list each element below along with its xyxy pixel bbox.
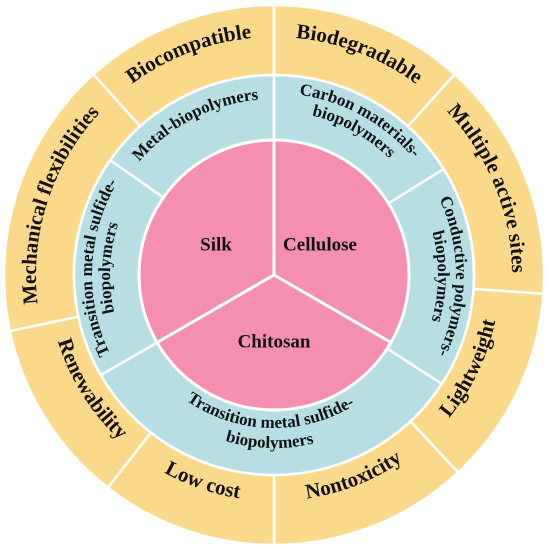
core-sector-silk bbox=[137, 138, 276, 345]
core-sector-chitosan bbox=[155, 273, 393, 412]
core-label-chitosan: Chitosan bbox=[238, 331, 311, 352]
core-sector-cellulose bbox=[272, 138, 411, 345]
core-label-cellulose: Cellulose bbox=[283, 234, 357, 255]
core-label-silk: Silk bbox=[200, 234, 232, 255]
